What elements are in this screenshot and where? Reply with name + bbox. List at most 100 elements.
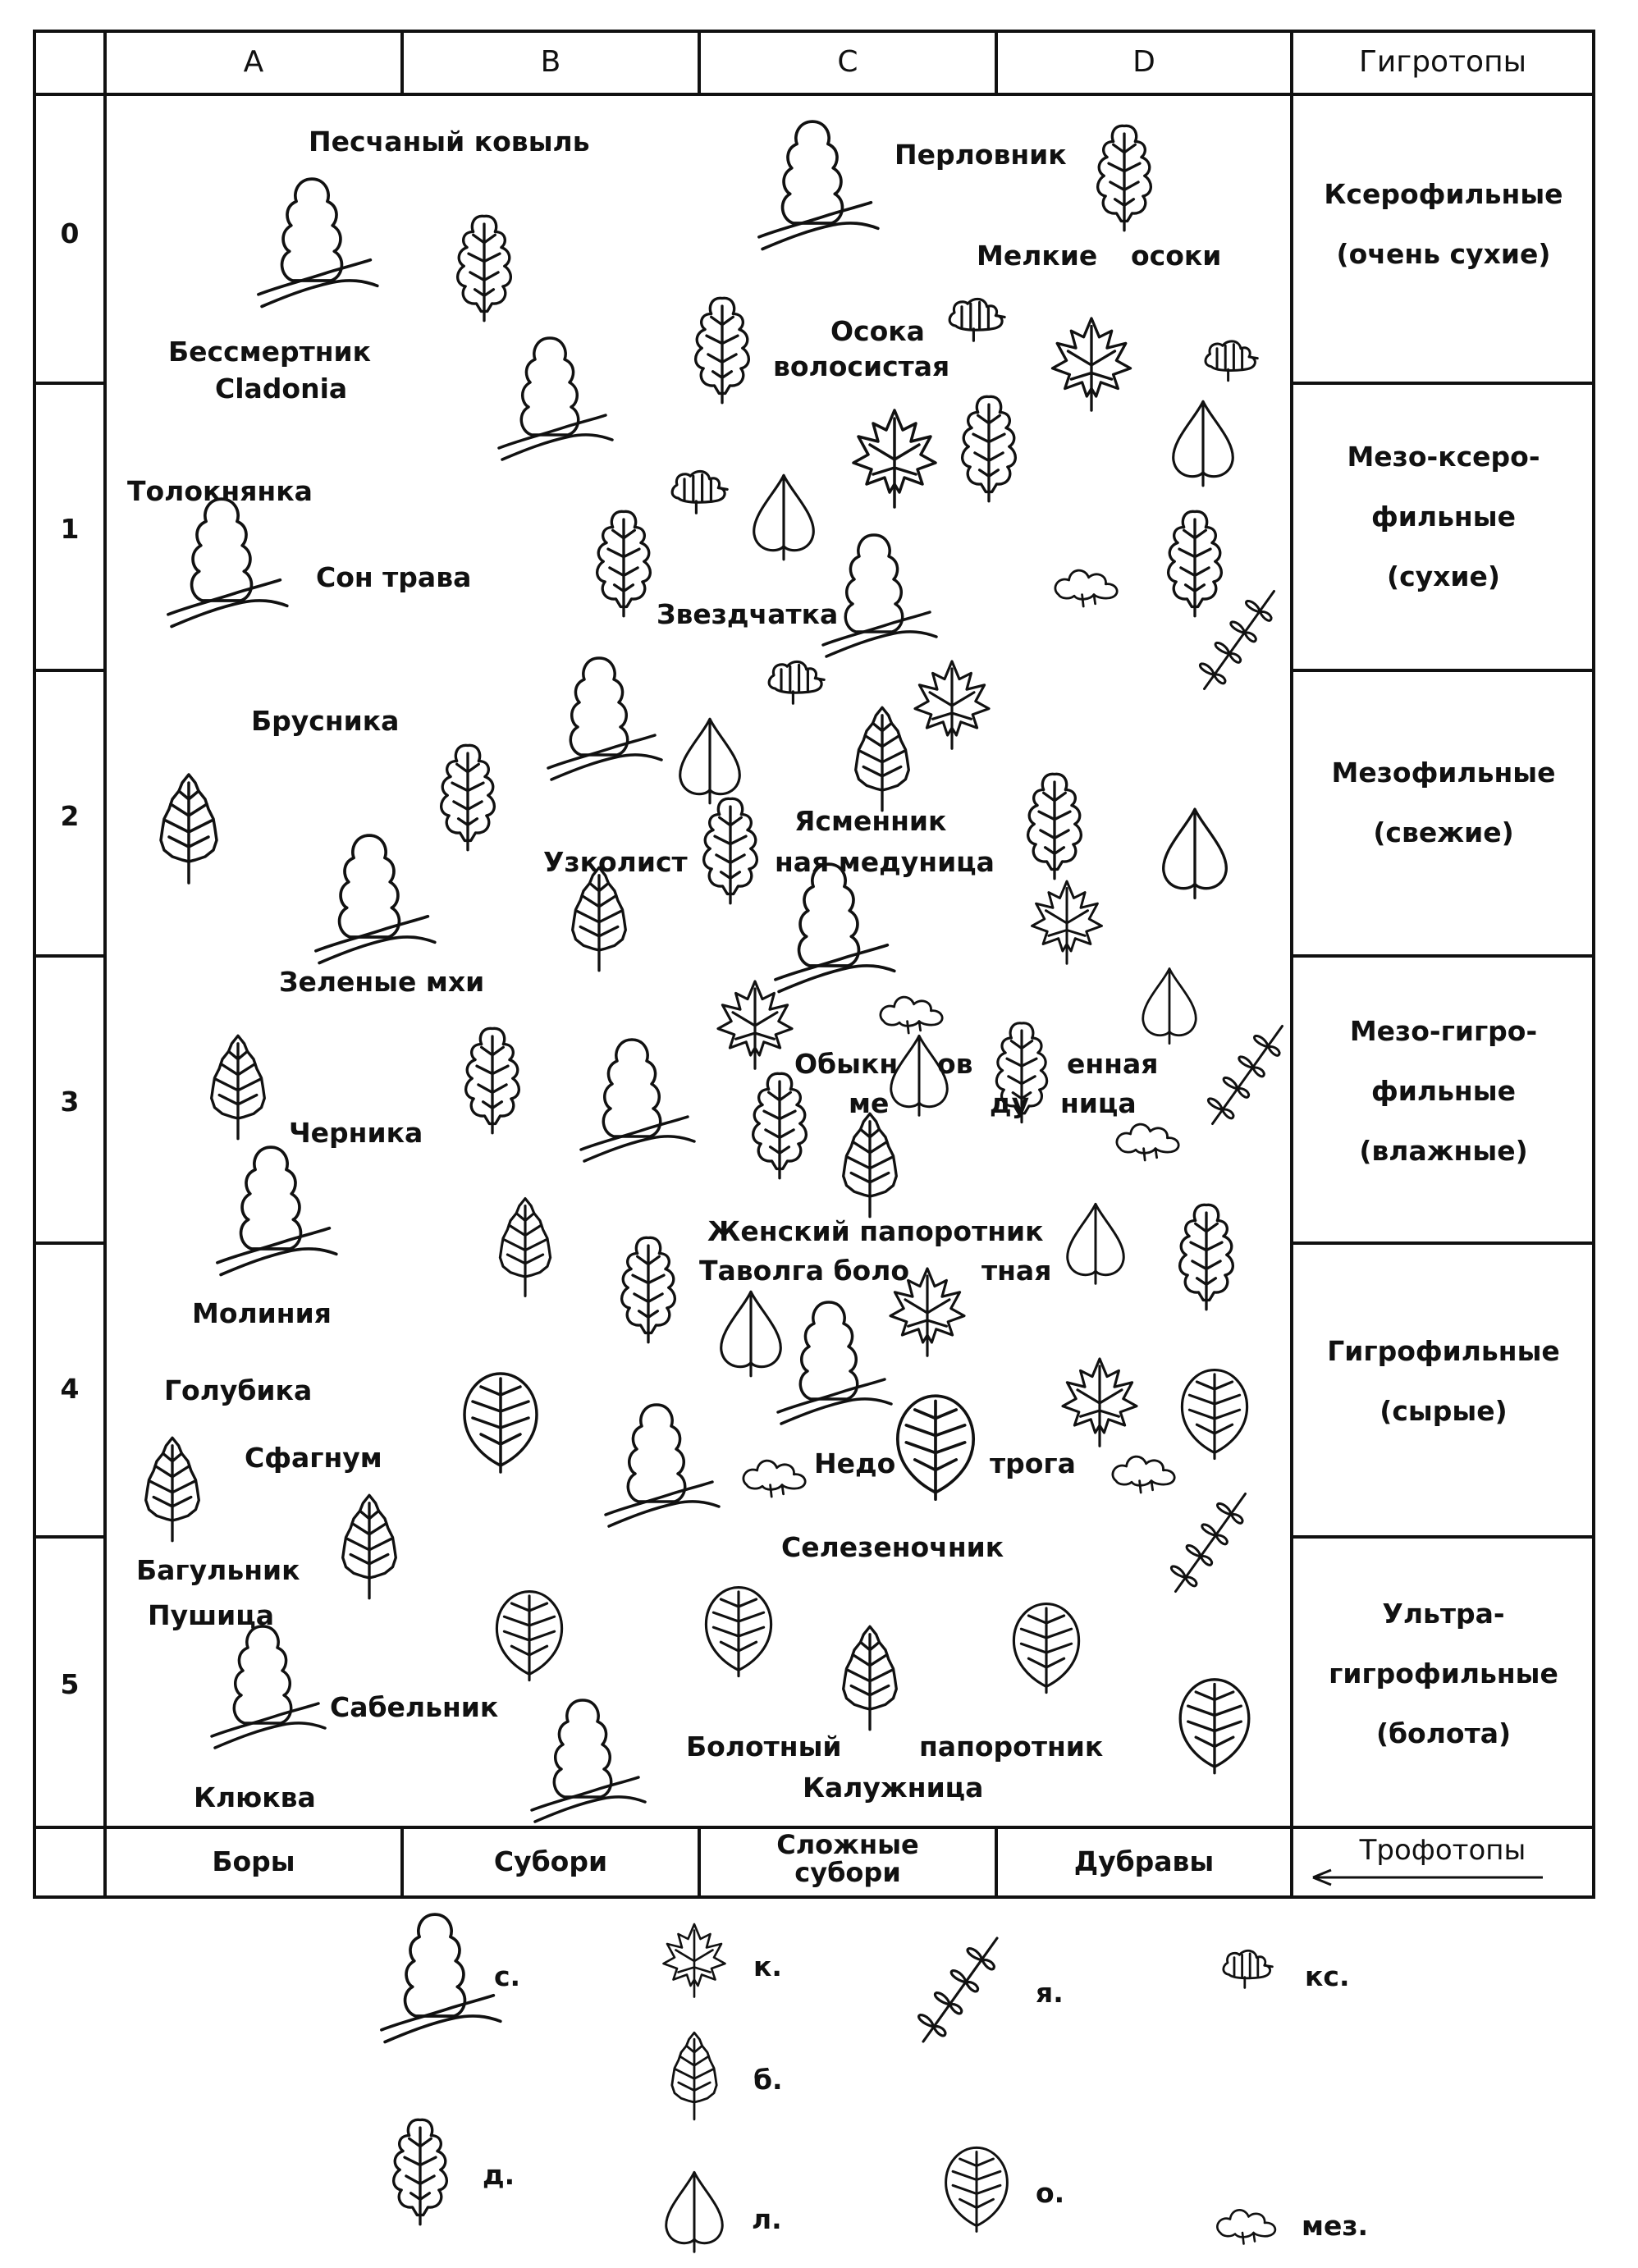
grid-oak-icon-15 [596, 510, 652, 618]
column-header-c: C [837, 45, 858, 79]
grid-pine-icon-2 [497, 336, 614, 461]
grid-linden-icon-12 [1172, 400, 1234, 487]
grid-oak-icon-6 [694, 296, 750, 405]
row-label-5: 5 [60, 1668, 80, 1700]
trophotope-bory: Боры [212, 1845, 295, 1877]
hygrotope-4-line-1: Гигрофильные [1327, 1335, 1560, 1367]
grid-oak-icon-11 [961, 395, 1017, 503]
hygrotope-header: Гигротопы [1358, 45, 1527, 79]
hygrotope-2: Мезофильные (свежие) [1292, 743, 1595, 862]
grid-maple-icon-10 [852, 409, 937, 509]
hygrotope-0: Ксерофильные (очень сухие) [1292, 164, 1595, 284]
legend-maple-icon-1 [662, 1923, 726, 1998]
grid-sedge-root-icon-8 [1204, 340, 1259, 382]
legend-mesophyte-icon-8 [1216, 2209, 1277, 2245]
legend-label-maple: к. [753, 1950, 782, 1982]
label-melkie: Мелкие [977, 240, 1098, 272]
hygrotope-2-line-2: (свежие) [1373, 816, 1514, 848]
legend-label-ash: я. [1036, 1977, 1064, 2009]
grid-pine-icon-16 [821, 533, 938, 658]
grid-oak-icon-1 [456, 214, 512, 322]
row-label-3: 3 [60, 1086, 80, 1118]
grid-sedge-root-icon-5 [948, 297, 1006, 342]
grid-alder-icon-65 [704, 1586, 773, 1678]
label-zhensky-paporotnik: Женский папоротник [707, 1215, 1044, 1247]
column-header-d: D [1132, 45, 1155, 79]
trophotope-slozhnye-subori: Сложные субори [776, 1829, 919, 1888]
grid-oak-icon-48 [620, 1236, 676, 1344]
label-son-trava: Сон трава [316, 561, 472, 593]
grid-alder-icon-55 [1180, 1369, 1249, 1461]
grid-birch-icon-24 [854, 706, 910, 812]
hygrotope-2-line-1: Мезофильные [1331, 757, 1556, 789]
label-nedo: Недо [814, 1447, 896, 1479]
grid-birch-icon-46 [842, 1112, 898, 1219]
label-osoki: осоки [1131, 240, 1222, 272]
label-osoka: Осока [830, 315, 925, 347]
grid-pine-icon-0 [257, 177, 379, 309]
grid-ash-icon-63 [1169, 1493, 1247, 1593]
hygrotope-1-line-2: фильные [1371, 501, 1516, 533]
grid-alder-icon-67 [1012, 1603, 1081, 1694]
legend-birch-icon-4 [670, 2031, 718, 2121]
grid-birch-icon-66 [842, 1625, 898, 1731]
label-obyknovennaya-1: Обыкн [794, 1048, 899, 1080]
grid-alder-icon-60 [895, 1394, 976, 1502]
grid-linden-icon-36 [1142, 967, 1197, 1045]
grid-oak-icon-39 [464, 1027, 520, 1135]
grid-mesophyte-icon-62 [1111, 1455, 1176, 1494]
trophotope-dubravy: Дубравы [1073, 1845, 1215, 1877]
hygrotope-1-line-3: (сухие) [1386, 560, 1501, 592]
row-label-1: 1 [60, 513, 80, 545]
label-medunitsa-2: ду [990, 1087, 1030, 1119]
grid-maple-icon-33 [1031, 880, 1103, 965]
grid-oak-icon-25 [440, 743, 496, 852]
grid-mesophyte-icon-61 [742, 1459, 807, 1498]
hygrotope-0-line-2: (очень сухие) [1336, 238, 1551, 270]
label-tavolga-2: тная [981, 1255, 1052, 1287]
grid-oak-icon-41 [752, 1072, 808, 1180]
label-brusnika: Брусника [251, 705, 400, 737]
grid-linden-icon-49 [1066, 1202, 1125, 1285]
grid-mesophyte-icon-17 [1054, 569, 1119, 608]
row-label-0: 0 [60, 217, 80, 249]
grid-oak-icon-28 [1027, 772, 1082, 880]
label-bolotny: Болотный [686, 1731, 842, 1763]
grid-pine-icon-70 [530, 1699, 647, 1823]
grid-alder-icon-54 [463, 1372, 538, 1474]
label-sfagnum: Сфагнум [245, 1442, 382, 1474]
grid-maple-icon-34 [716, 980, 794, 1070]
hygrotope-5-line-3: (болота) [1375, 1717, 1512, 1749]
label-bessmertnik: Бессмертник [168, 336, 372, 368]
grid-alder-icon-68 [1178, 1678, 1251, 1775]
legend-ash-icon-2 [917, 1936, 999, 2043]
label-klyukva: Клюква [194, 1781, 316, 1813]
column-header-a: A [243, 45, 264, 79]
hygrotope-5-line-2: гигрофильные [1329, 1658, 1558, 1690]
grid-ash-icon-37 [1206, 1025, 1283, 1125]
label-zelenye-mkhi: Зеленые мхи [279, 966, 485, 998]
grid-alder-icon-64 [495, 1590, 564, 1682]
grid-maple-icon-51 [889, 1267, 966, 1357]
label-uzkolist: Узколист [543, 846, 688, 878]
hygrotope-5: Ультра- гигрофильные (болота) [1292, 1584, 1595, 1763]
grid-pine-icon-53 [776, 1301, 893, 1425]
trophotope-subori: Субори [493, 1845, 608, 1877]
label-golubika: Голубика [164, 1374, 313, 1406]
grid-linden-icon-52 [720, 1290, 782, 1378]
grid-pine-icon-40 [579, 1038, 696, 1163]
hygrotope-4-line-2: (сырые) [1379, 1395, 1508, 1427]
grid-pine-icon-22 [547, 656, 663, 781]
label-obyknovennaya-2: ов [937, 1048, 973, 1080]
grid-birch-icon-57 [144, 1436, 200, 1543]
grid-linden-icon-29 [1162, 807, 1228, 900]
hygrotope-3: Мезо-гигро- фильные (влажные) [1292, 1001, 1595, 1181]
grid-birch-icon-47 [498, 1197, 552, 1297]
grid-birch-icon-31 [571, 866, 627, 972]
legend-label-sedge-root: кс. [1305, 1960, 1350, 1992]
legend-label-linden: л. [752, 2203, 782, 2235]
hygrotope-3-line-3: (влажные) [1359, 1135, 1528, 1167]
hygrotope-3-line-1: Мезо-гигро- [1349, 1015, 1538, 1047]
grid-pine-icon-9 [167, 497, 289, 629]
